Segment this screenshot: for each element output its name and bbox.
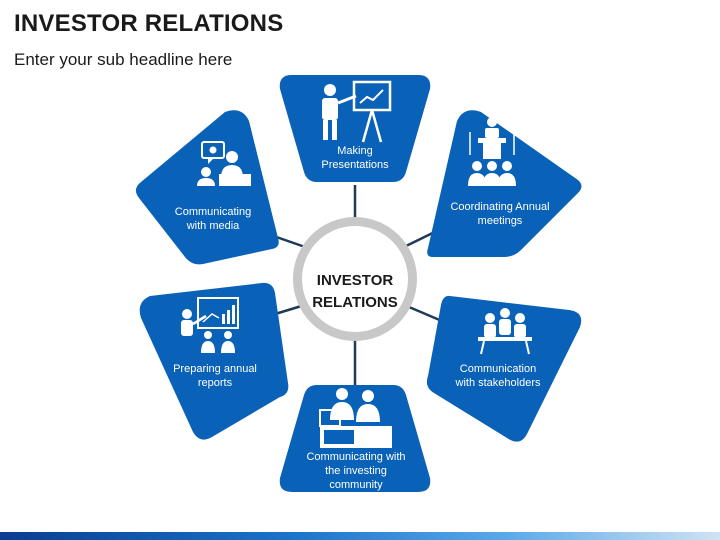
center-circle (302, 226, 408, 332)
page-subtitle: Enter your sub headline here (14, 50, 233, 69)
page-title: INVESTOR RELATIONS (14, 10, 284, 37)
node-top-right-label: Coordinating Annual meetings (450, 201, 550, 227)
node-top-label: Making Presentations (321, 145, 389, 171)
node-bottom-right-label: Communication with stakeholders (455, 363, 541, 389)
meeting-table-icon (478, 308, 532, 355)
node-top-left-shape (135, 110, 279, 265)
footer-bar (0, 532, 720, 540)
colleagues-laptop-icon (319, 388, 392, 448)
node-bottom-right-shape (426, 295, 582, 442)
node-top-left-label: Communicating with media (174, 206, 252, 232)
interview-icon (197, 141, 251, 186)
presenter-icon (322, 80, 392, 143)
node-top-shape (279, 75, 431, 182)
node-bottom-left-shape (139, 282, 289, 440)
report-chart-icon (181, 297, 239, 353)
node-bottom-left-label: Preparing annual reports (173, 363, 257, 389)
center-label: INVESTOR RELATIONS (312, 272, 398, 311)
node-bottom-label: Communicating with the investing communi… (306, 451, 406, 491)
podium-audience-icon (468, 117, 516, 186)
